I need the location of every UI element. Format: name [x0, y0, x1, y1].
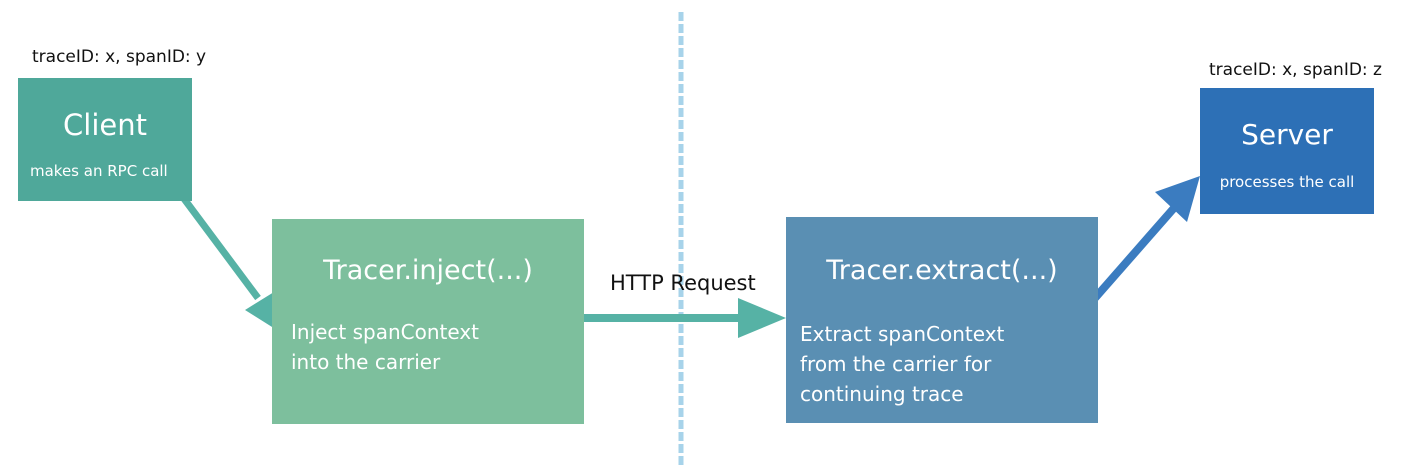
- tracer-extract-title: Tracer.extract(...): [826, 255, 1058, 286]
- client-subtitle: makes an RPC call: [30, 162, 168, 180]
- client-box: Client makes an RPC call: [18, 78, 192, 201]
- client-trace-label: traceID: x, spanID: y: [32, 47, 207, 67]
- http-request-arrowhead: [738, 298, 786, 338]
- client-to-inject-arrowhead: [245, 292, 280, 332]
- tracer-extract-description: Extract spanContext from the carrier for…: [800, 322, 1005, 406]
- http-request-label: HTTP Request: [610, 271, 756, 295]
- tracer-inject-description: Inject spanContext into the carrier: [291, 320, 480, 374]
- extract-to-server-arrowhead: [1155, 176, 1200, 222]
- client-to-inject-arrow-shaft: [179, 193, 261, 301]
- server-box: Server processes the call: [1200, 88, 1374, 214]
- tracer-inject-title: Tracer.inject(...): [323, 255, 533, 286]
- server-trace-label: traceID: x, spanID: z: [1209, 60, 1382, 80]
- client-title: Client: [63, 108, 147, 142]
- server-subtitle: processes the call: [1219, 173, 1355, 191]
- tracer-extract-box: Tracer.extract(...) Extract spanContext …: [786, 217, 1098, 423]
- tracer-inject-box: Tracer.inject(...) Inject spanContext in…: [272, 219, 584, 424]
- server-title: Server: [1241, 118, 1333, 151]
